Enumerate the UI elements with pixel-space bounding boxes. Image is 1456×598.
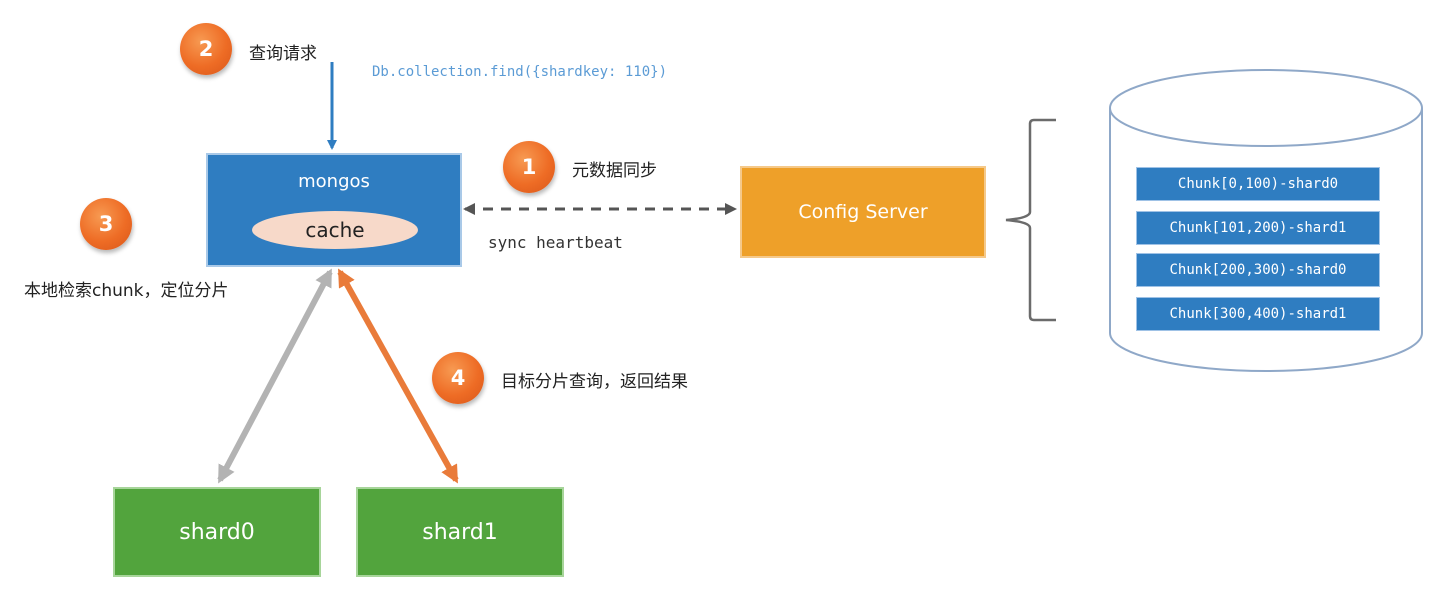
sync-heartbeat-label: sync heartbeat	[488, 233, 623, 252]
chunk-item: Chunk[0,100)-shard0	[1136, 167, 1380, 201]
config-brace	[1005, 118, 1056, 322]
mongos-node: mongos cache	[206, 153, 462, 267]
shard0-node: shard0	[113, 487, 321, 577]
step-2-label: 查询请求	[249, 44, 317, 64]
query-code-text: Db.collection.find({shardkey: 110})	[372, 64, 668, 80]
step-1-label: 元数据同步	[572, 161, 657, 181]
shard1-link-arrow	[337, 268, 459, 484]
step-1-badge: 1	[503, 141, 555, 193]
step-3-label: 本地检索chunk，定位分片	[24, 281, 229, 301]
step-3-badge: 3	[80, 198, 132, 250]
step-4-badge: 4	[432, 352, 484, 404]
chunk-item: Chunk[101,200)-shard1	[1136, 211, 1380, 245]
step-2-badge: 2	[180, 23, 232, 75]
config-server-node: Config Server	[740, 166, 986, 258]
step-4-label: 目标分片查询，返回结果	[501, 372, 688, 392]
shard1-node: shard1	[356, 487, 564, 577]
chunk-item: Chunk[300,400)-shard1	[1136, 297, 1380, 331]
shard0-link-arrow	[217, 268, 333, 484]
chunk-item: Chunk[200,300)-shard0	[1136, 253, 1380, 287]
cache-ellipse: cache	[252, 211, 418, 249]
mongos-title: mongos	[298, 171, 370, 192]
